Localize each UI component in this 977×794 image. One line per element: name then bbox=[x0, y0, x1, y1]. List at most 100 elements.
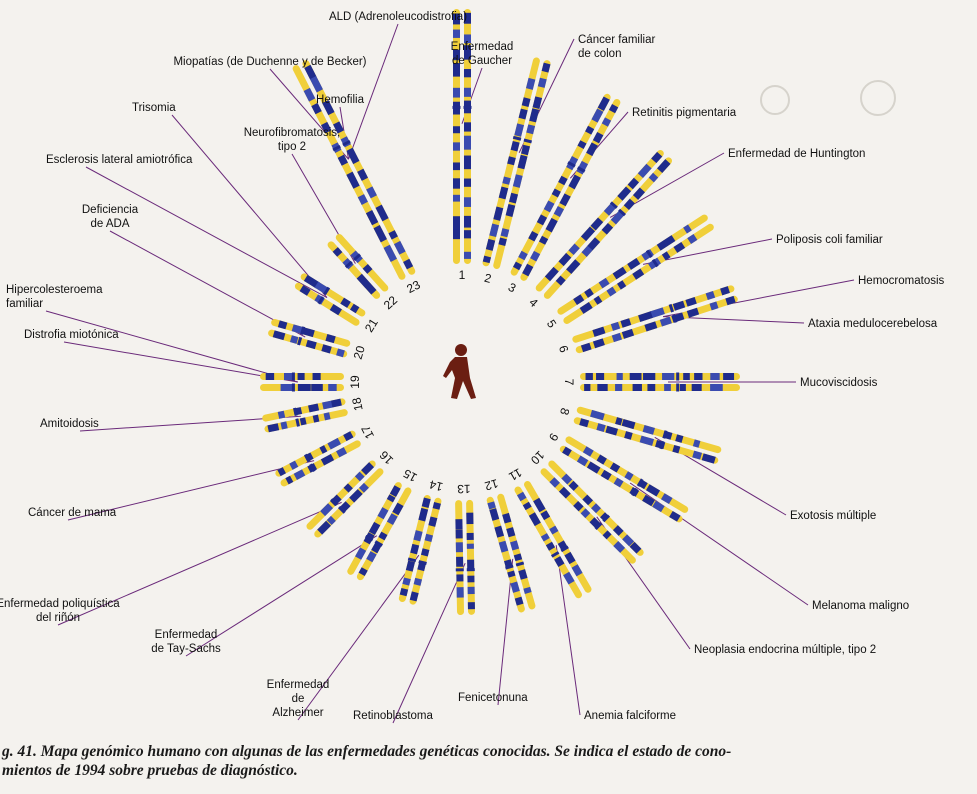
chromosome-band bbox=[683, 373, 690, 380]
chromosome-band bbox=[366, 186, 377, 199]
leader-line bbox=[57, 501, 342, 626]
chromosome-band bbox=[617, 186, 632, 201]
chromosome-band bbox=[399, 587, 409, 597]
chromosome-band bbox=[489, 223, 500, 238]
chromosome-band bbox=[464, 230, 471, 239]
chromosome-band bbox=[605, 425, 619, 436]
chromosome-band bbox=[568, 480, 579, 491]
chromosome-band bbox=[328, 384, 337, 391]
chromosome-band bbox=[600, 512, 609, 522]
disease-label: Cáncer de mama bbox=[28, 507, 117, 519]
chromosome-band bbox=[592, 131, 604, 144]
chromosome-band bbox=[555, 275, 566, 286]
chromosome-band bbox=[464, 122, 471, 132]
chromosome-band bbox=[455, 519, 463, 530]
disease-label: Melanoma maligno bbox=[812, 600, 909, 612]
chromosome-band bbox=[710, 373, 720, 380]
chromosome-band bbox=[326, 515, 336, 526]
chromosome-band bbox=[456, 574, 464, 582]
disease-label: Ataxia medulocerebelosa bbox=[808, 318, 938, 330]
chromosome-band bbox=[358, 482, 369, 493]
chromosome-band bbox=[487, 501, 496, 510]
chromosome-band bbox=[453, 194, 460, 202]
chromosome-band bbox=[606, 286, 617, 297]
centromere bbox=[631, 487, 638, 497]
chromosome-band bbox=[464, 12, 471, 24]
chromosome-band bbox=[336, 348, 345, 358]
centromere bbox=[676, 383, 680, 392]
chromosome-band bbox=[632, 268, 645, 280]
centromere bbox=[300, 326, 306, 335]
centromere bbox=[466, 568, 475, 572]
chromosome-band bbox=[277, 467, 287, 477]
chromosome-band bbox=[585, 125, 595, 135]
chromosome-band bbox=[343, 431, 354, 442]
centromere bbox=[505, 564, 514, 570]
chromosome-band bbox=[536, 214, 548, 226]
chromosome-band bbox=[409, 591, 419, 602]
chromosome-band bbox=[421, 497, 431, 508]
chromosome-band bbox=[464, 178, 471, 187]
leader-line bbox=[45, 310, 298, 383]
chromosome-band bbox=[405, 560, 415, 572]
disease-label: Retinitis pigmentaria bbox=[632, 107, 737, 119]
chromosome-band bbox=[573, 294, 585, 305]
centromere bbox=[342, 139, 351, 147]
chromosome-band bbox=[541, 62, 551, 73]
chromosome-number: 14 bbox=[428, 477, 445, 494]
chromosome-band bbox=[532, 96, 543, 109]
chromosome-band bbox=[620, 318, 632, 328]
chromosome-band bbox=[673, 241, 686, 253]
chromosome-band bbox=[592, 326, 606, 337]
chromosome-band bbox=[585, 373, 593, 380]
chromosome-band bbox=[641, 249, 654, 261]
chromosome-band bbox=[596, 373, 605, 380]
chromosome-band bbox=[650, 307, 665, 319]
chromosome-5 bbox=[557, 214, 714, 324]
chromosome-band bbox=[464, 45, 471, 60]
chromosome-band bbox=[386, 494, 396, 503]
chromosome-band bbox=[615, 417, 623, 426]
chromosome-band bbox=[455, 529, 463, 539]
chromosome-band bbox=[522, 263, 534, 277]
chromosome-band bbox=[297, 384, 311, 391]
disease-label: Hemocromatosis bbox=[858, 275, 945, 287]
chromosome-band bbox=[521, 97, 531, 107]
chromosome-band bbox=[464, 87, 471, 97]
disease-label: Neoplasia endocrina múltiple, tipo 2 bbox=[694, 644, 876, 656]
leader-line bbox=[85, 166, 328, 299]
chromosome-band bbox=[622, 534, 635, 547]
chromosome-band bbox=[317, 520, 332, 535]
chromosome-band bbox=[283, 373, 295, 380]
chromosome-number: 9 bbox=[546, 431, 562, 444]
chromosome-number: 16 bbox=[377, 448, 397, 468]
disease-label: Distrofia miotónica bbox=[24, 329, 119, 341]
chromosome-12 bbox=[486, 493, 536, 613]
centromere bbox=[293, 407, 298, 417]
chromosome-band bbox=[584, 288, 594, 298]
chromosome-4 bbox=[535, 150, 672, 299]
chromosome-18 bbox=[262, 398, 348, 433]
leader-line bbox=[109, 230, 306, 338]
chromosome-band bbox=[330, 494, 342, 507]
chromosome-band bbox=[672, 300, 686, 311]
chromosome-band bbox=[679, 384, 686, 391]
chromosome-band bbox=[494, 525, 505, 538]
chromosome-band bbox=[571, 564, 583, 577]
chromosome-number: 12 bbox=[483, 476, 500, 493]
chromosome-band bbox=[664, 384, 671, 391]
chromosome-band bbox=[705, 290, 716, 301]
chromosome-23 bbox=[292, 60, 416, 280]
chromatid bbox=[294, 282, 360, 326]
chromosome-band bbox=[521, 144, 531, 156]
chromosome-band bbox=[467, 602, 475, 610]
chromosome-band bbox=[587, 237, 601, 251]
chromosome-band bbox=[329, 304, 342, 316]
chromosome-band bbox=[603, 203, 616, 216]
chromosome-band bbox=[558, 175, 568, 186]
chromosome-band bbox=[289, 460, 299, 470]
chromosome-band bbox=[647, 384, 656, 391]
chromosome-band bbox=[540, 510, 551, 521]
chromosome-band bbox=[464, 215, 471, 228]
